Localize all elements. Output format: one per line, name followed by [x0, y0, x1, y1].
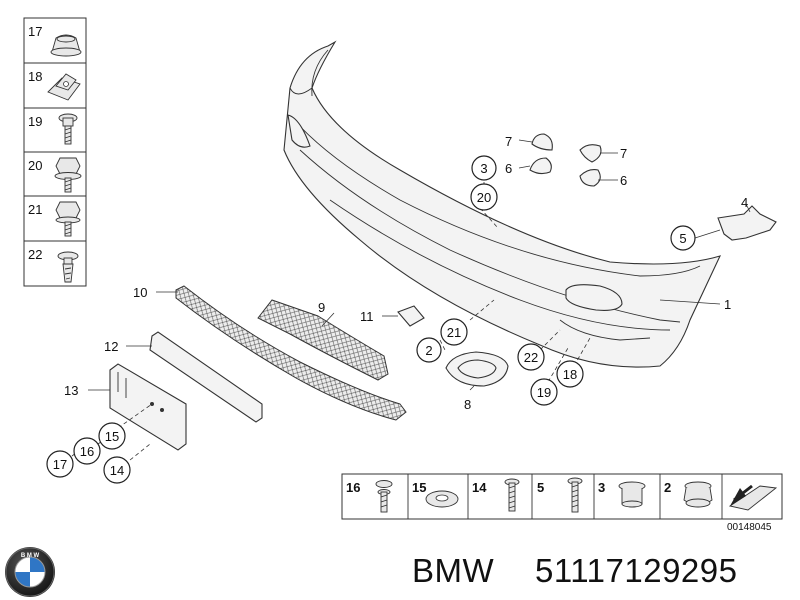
callout-circle-22: 22 [517, 343, 545, 371]
callout-9: 9 [318, 300, 325, 315]
callout-20: 20 [477, 190, 491, 205]
sidebar-label-20: 20 [28, 158, 42, 173]
callout-4: 4 [741, 195, 748, 210]
callout-circle-3: 3 [471, 155, 497, 181]
callout-circle-21: 21 [440, 318, 468, 346]
svg-text:B M W: B M W [21, 553, 40, 559]
callout-17: 17 [53, 457, 67, 472]
strip-label-5: 5 [537, 480, 544, 495]
sidebar-panel: 17 18 19 20 21 22 [23, 17, 87, 287]
caption-part-number: 51117129295 [535, 552, 738, 589]
washer-icon [425, 490, 459, 508]
fog-lamp-trim [445, 351, 509, 387]
callout-7-right: 7 [620, 146, 627, 161]
callout-circle-5: 5 [670, 225, 696, 251]
callout-circle-2: 2 [416, 337, 442, 363]
strip-label-14: 14 [472, 480, 487, 495]
flange-bolt-icon [55, 201, 81, 237]
sidebar-label-18: 18 [28, 69, 42, 84]
strip-label-3: 3 [598, 480, 605, 495]
bumper-cover [283, 40, 722, 368]
license-plate-base [149, 331, 263, 423]
callout-3: 3 [480, 161, 487, 176]
callout-circle-20: 20 [470, 183, 498, 211]
cap-7-left [531, 133, 553, 151]
callout-circle-15: 15 [98, 422, 126, 450]
callout-12: 12 [104, 339, 118, 354]
strip-label-15: 15 [412, 480, 426, 495]
grommet-3-icon [618, 481, 646, 508]
direction-arrow-icon [728, 484, 778, 511]
callout-10: 10 [133, 285, 147, 300]
callout-1: 1 [724, 297, 731, 312]
strip-label-16: 16 [346, 480, 360, 495]
callout-5: 5 [679, 231, 686, 246]
diagram-code: 00148045 [727, 522, 772, 533]
caption-brand: BMW [412, 552, 495, 589]
callout-11: 11 [360, 309, 374, 324]
callout-circle-18: 18 [556, 360, 584, 388]
callout-13: 13 [64, 383, 78, 398]
sidebar-label-17: 17 [28, 24, 42, 39]
side-bracket [717, 205, 777, 241]
sidebar-label-19: 19 [28, 114, 42, 129]
strip-label-2: 2 [664, 480, 671, 495]
callout-15: 15 [105, 429, 119, 444]
clip-part [397, 305, 425, 327]
lower-grille-left [175, 285, 407, 421]
callout-circle-16: 16 [73, 437, 101, 465]
hardware-strip: 16 15 14 5 3 2 [341, 473, 783, 520]
screw-icon [58, 113, 78, 145]
seal-6-right [579, 169, 601, 187]
callout-16: 16 [80, 444, 94, 459]
callout-14: 14 [110, 463, 124, 478]
sheet-metal-screw-icon [504, 478, 520, 512]
washer-screw-icon [375, 480, 393, 513]
leader-lines [71, 139, 751, 461]
callout-18: 18 [563, 367, 577, 382]
cap-7-right [579, 144, 602, 163]
lower-grille-right [257, 299, 389, 381]
callout-circle-17: 17 [46, 450, 74, 478]
clip-nut-icon [47, 73, 81, 101]
callout-8: 8 [464, 397, 471, 412]
callout-6-right: 6 [620, 173, 627, 188]
callout-2: 2 [425, 343, 432, 358]
sidebar-label-22: 22 [28, 247, 42, 262]
callout-22: 22 [524, 350, 538, 365]
grommet-2-icon [683, 481, 713, 508]
callout-circle-14: 14 [103, 456, 131, 484]
callout-circle-19: 19 [530, 378, 558, 406]
seal-6-left [529, 157, 552, 175]
grommet-icon [50, 34, 82, 57]
callout-6-left: 6 [505, 161, 512, 176]
sidebar-label-21: 21 [28, 202, 42, 217]
bmw-logo-icon: B M W [5, 547, 55, 597]
callout-7-left: 7 [505, 134, 512, 149]
expanding-rivet-icon [57, 251, 79, 283]
hex-bolt-icon [54, 157, 82, 193]
callout-19: 19 [537, 385, 551, 400]
callout-21: 21 [447, 325, 461, 340]
phillips-screw-icon [567, 477, 583, 513]
